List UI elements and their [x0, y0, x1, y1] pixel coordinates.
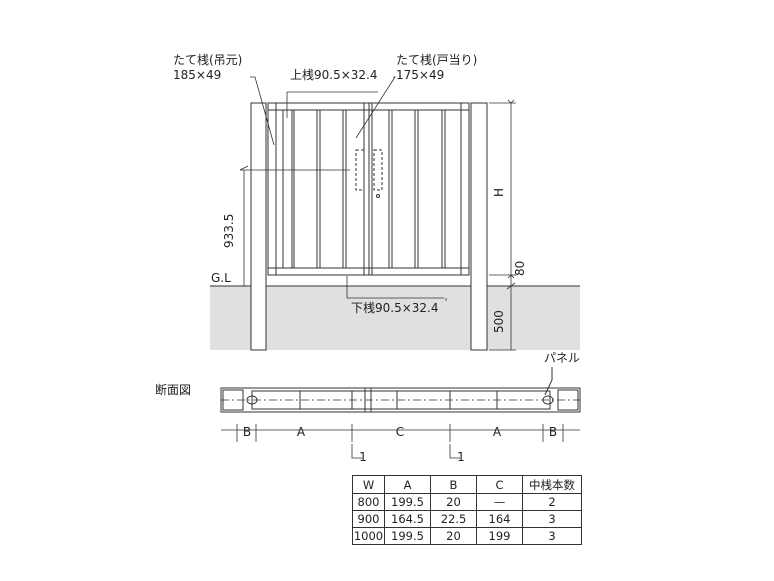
left-post	[250, 102, 267, 351]
top-rail-label: 上桟90.5×32.4	[290, 68, 378, 82]
table-cell: 199	[476, 527, 523, 545]
table-cell: 20	[430, 527, 477, 545]
dim-b-right: B	[548, 425, 558, 439]
table-cell: 164.5	[384, 510, 431, 528]
leader-lines	[250, 76, 447, 301]
latch-outline	[355, 149, 383, 191]
table-header-row: W A B C 中桟本数	[352, 475, 582, 494]
col-count: 中桟本数	[522, 475, 582, 494]
section-dims	[221, 424, 580, 459]
section-view-label: 断面図	[155, 383, 192, 397]
spec-table: W A B C 中桟本数 800 199.5 20 — 2 900 164.5 …	[352, 475, 582, 545]
panel-label: パネル	[544, 351, 581, 365]
dim-80-label: 80	[513, 260, 527, 276]
dim-right	[489, 99, 530, 351]
table-cell: 2	[522, 493, 582, 511]
dim-500-label: 500	[492, 310, 506, 333]
col-a: A	[384, 475, 431, 494]
marker-1-right: 1	[457, 450, 465, 464]
latch-stile-size: 175×49	[396, 68, 445, 82]
ground-area	[210, 286, 580, 350]
table-cell: 22.5	[430, 510, 477, 528]
hanging-stile-size: 185×49	[173, 68, 222, 82]
table-row: 1000 199.5 20 199 3	[352, 527, 582, 545]
dim-h-label: H	[492, 187, 506, 197]
table-row: 800 199.5 20 — 2	[352, 493, 582, 511]
table-row: 900 164.5 22.5 164 3	[352, 510, 582, 528]
table-cell: 3	[522, 527, 582, 545]
dim-a-left: A	[296, 425, 306, 439]
ground-line-label: G.L	[211, 271, 231, 285]
table-cell: 1000	[352, 527, 385, 545]
marker-1-left: 1	[359, 450, 367, 464]
col-w: W	[352, 475, 385, 494]
dim-933-label: 933.5	[222, 213, 236, 248]
hanging-stile-label: たて桟(吊元)	[173, 53, 243, 67]
col-c: C	[476, 475, 523, 494]
table-cell: 800	[352, 493, 385, 511]
table-cell: 20	[430, 493, 477, 511]
bottom-rail-label: 下桟90.5×32.4	[351, 301, 439, 315]
dim-c-center: C	[395, 425, 405, 439]
table-cell: 164	[476, 510, 523, 528]
table-cell: 900	[352, 510, 385, 528]
table-cell: 3	[522, 510, 582, 528]
col-b: B	[430, 475, 477, 494]
dim-b-left: B	[242, 425, 252, 439]
table-cell: 199.5	[384, 493, 431, 511]
latch-stile-label: たて桟(戸当り)	[396, 53, 478, 67]
section-view	[220, 367, 581, 413]
dim-933	[239, 165, 350, 287]
right-post	[470, 102, 488, 351]
dim-a-right: A	[492, 425, 502, 439]
table-cell: 199.5	[384, 527, 431, 545]
table-cell: —	[476, 493, 523, 511]
